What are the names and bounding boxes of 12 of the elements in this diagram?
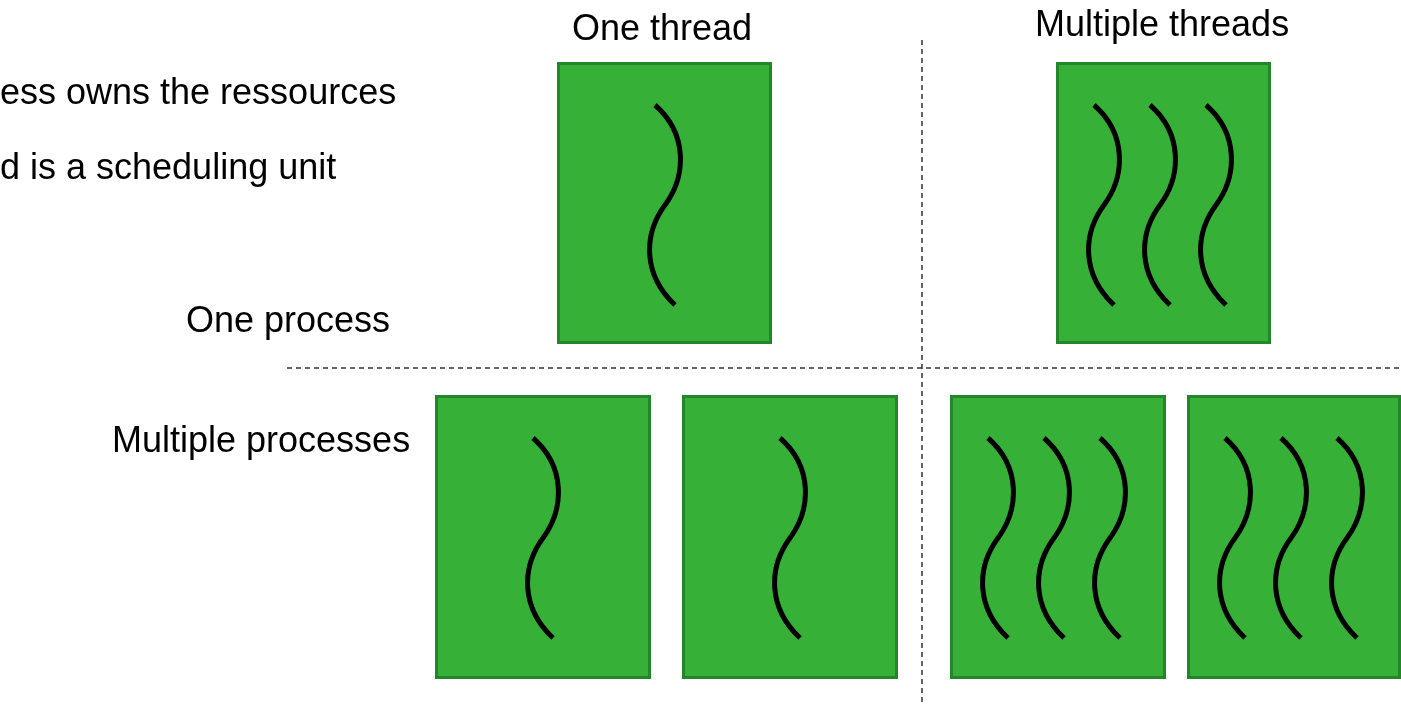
row-heading: One process: [186, 300, 391, 340]
note-text: d is a scheduling unit: [0, 147, 337, 187]
column-heading: Multiple threads: [1035, 4, 1290, 44]
process-box: [557, 62, 772, 344]
process-box: [1187, 395, 1401, 679]
column-heading: One thread: [572, 8, 753, 48]
row-heading: Multiple processes: [112, 420, 411, 460]
process-box: [950, 395, 1166, 679]
process-box: [435, 395, 651, 679]
note-text: ess owns the ressources: [0, 72, 397, 112]
process-box: [682, 395, 898, 679]
process-box: [1056, 62, 1271, 344]
